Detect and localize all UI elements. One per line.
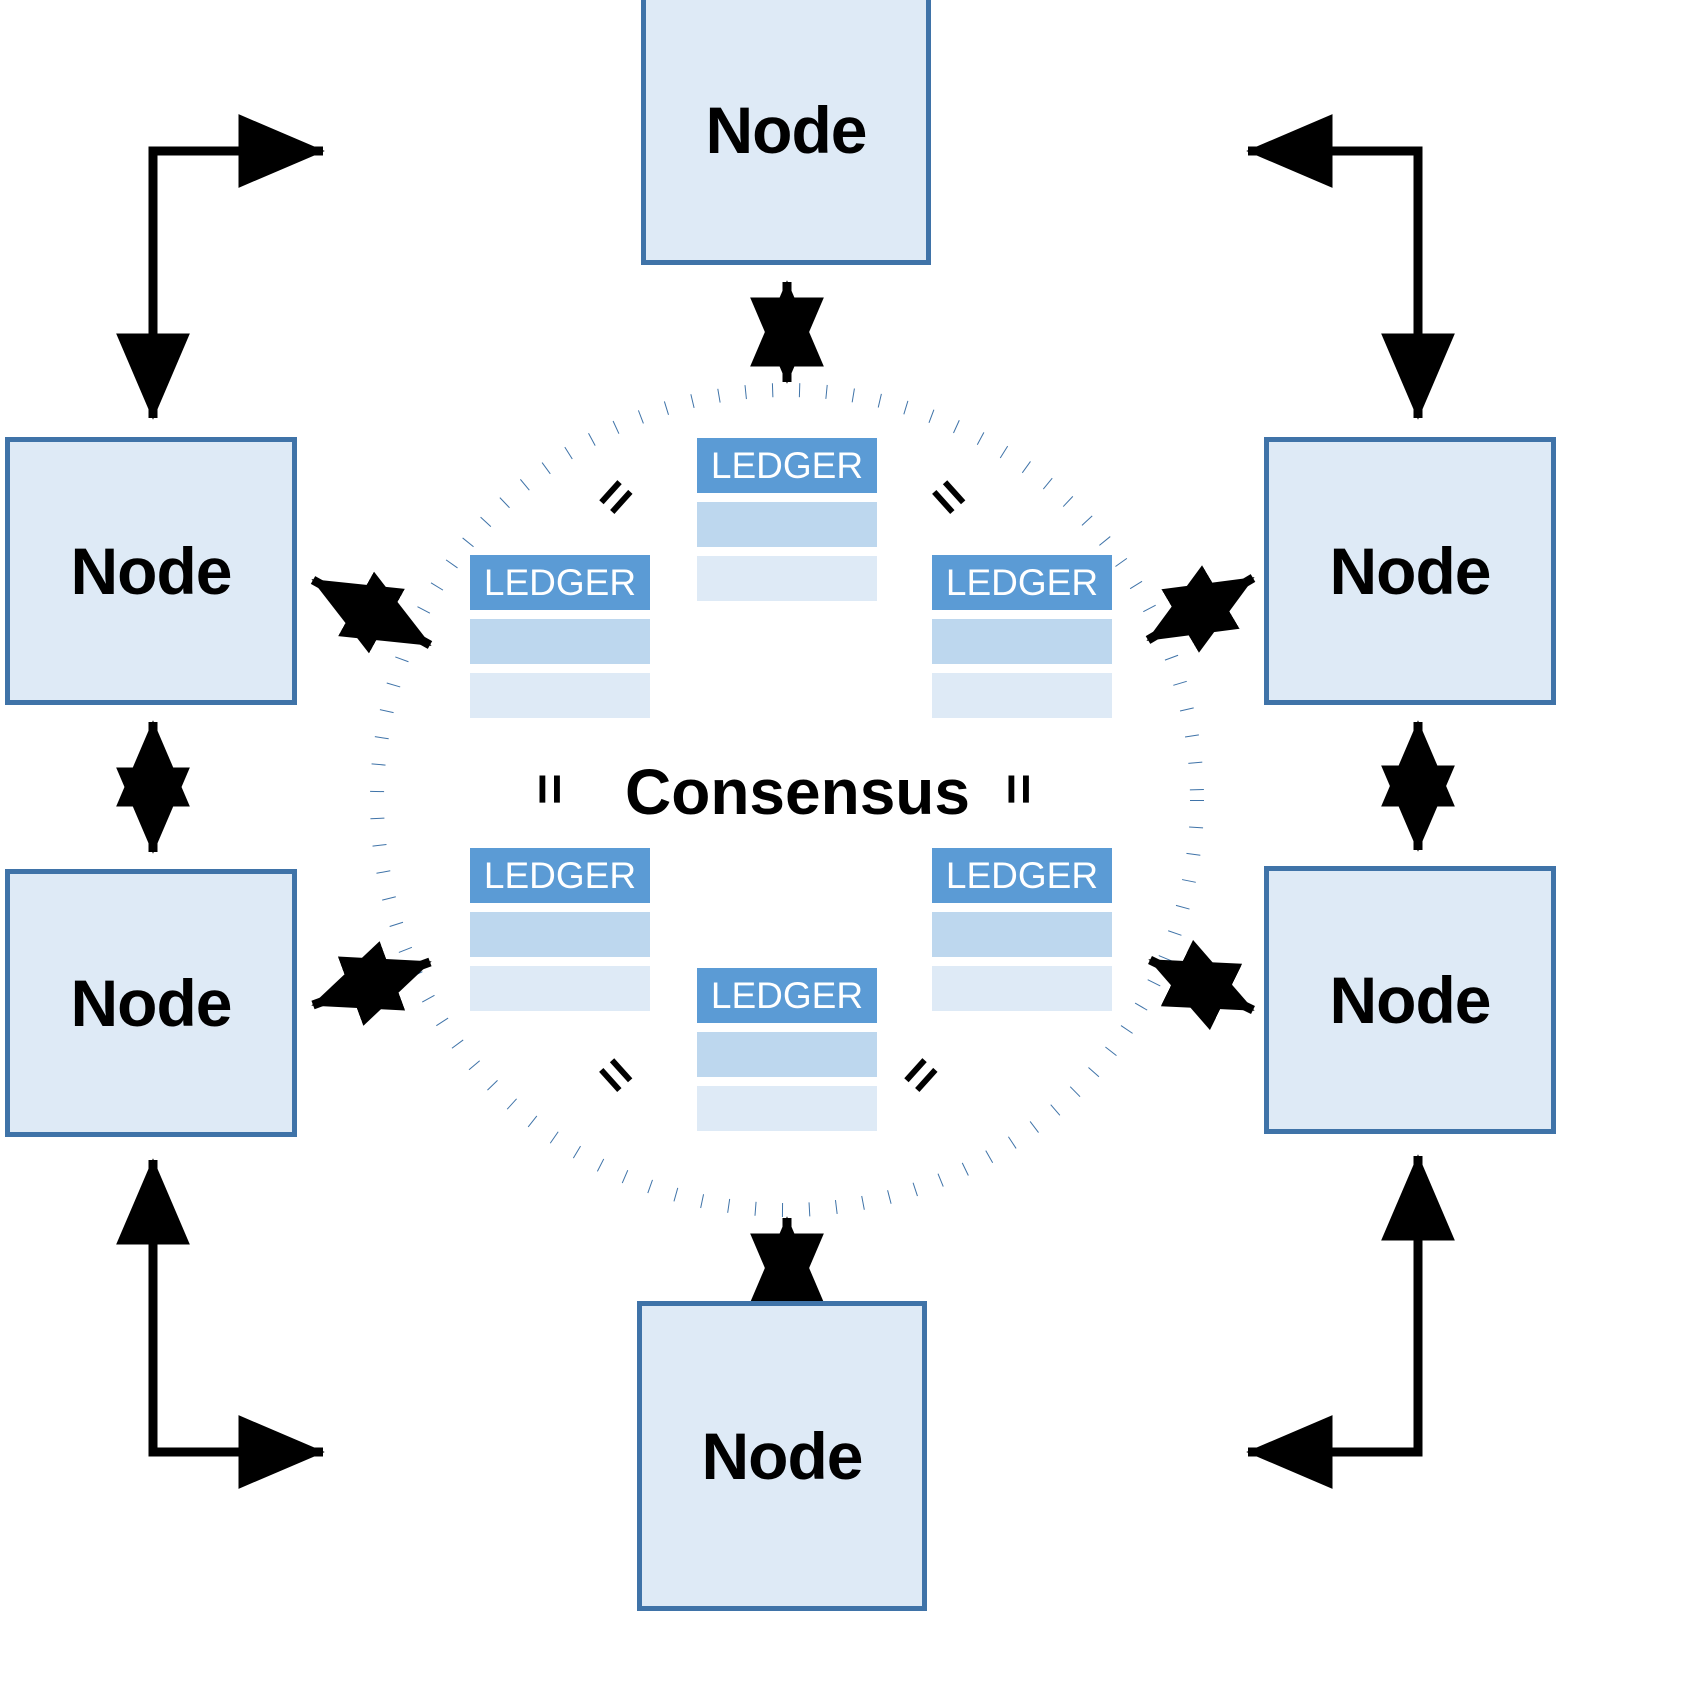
ledger-header: LEDGER: [470, 848, 650, 903]
ledger-header: LEDGER: [932, 848, 1112, 903]
wire-left-upper-to-center: [310, 571, 433, 654]
node-label: Node: [705, 93, 868, 167]
node-box-right-lower[interactable]: Node: [1264, 866, 1556, 1134]
node-box-left-upper[interactable]: Node: [5, 437, 297, 705]
ledger-row-low: [697, 556, 877, 601]
ledger-row-mid: [697, 1032, 877, 1077]
ledger-row-mid: [932, 619, 1112, 664]
ledger-stack-upper-right[interactable]: LEDGER: [932, 555, 1112, 718]
wire-top-to-right-upper: [1246, 114, 1455, 420]
ledger-header: LEDGER: [697, 438, 877, 493]
equals-icon-mid-left: =: [519, 773, 580, 805]
ledger-row-mid: [697, 502, 877, 547]
node-label: Node: [701, 1419, 864, 1493]
wire-bottom-to-left-lower: [116, 1158, 325, 1489]
ledger-stack-lower-right[interactable]: LEDGER: [932, 848, 1112, 1011]
ledger-stack-top[interactable]: LEDGER: [697, 438, 877, 601]
node-label: Node: [70, 534, 233, 608]
ledger-row-mid: [470, 912, 650, 957]
ledger-row-low: [932, 673, 1112, 718]
node-label: Node: [1329, 963, 1492, 1037]
ledger-row-low: [932, 966, 1112, 1011]
ledger-row-low: [470, 673, 650, 718]
ledger-row-low: [470, 966, 650, 1011]
node-box-left-lower[interactable]: Node: [5, 869, 297, 1137]
equals-icon-mid-right: =: [988, 773, 1049, 805]
ledger-stack-lower-left[interactable]: LEDGER: [470, 848, 650, 1011]
ledger-header: LEDGER: [470, 555, 650, 610]
ledger-row-low: [697, 1086, 877, 1131]
ledger-stack-bottom[interactable]: LEDGER: [697, 968, 877, 1131]
ledger-row-mid: [932, 912, 1112, 957]
wire-bottom-to-right-lower: [1246, 1154, 1455, 1489]
wire-top-to-left-upper: [116, 114, 325, 420]
node-label: Node: [1329, 534, 1492, 608]
ledger-header: LEDGER: [932, 555, 1112, 610]
node-box-bottom[interactable]: Node: [637, 1301, 927, 1611]
consensus-boundary-circle: [370, 383, 1204, 1217]
node-box-top[interactable]: Node: [641, 0, 931, 265]
consensus-label: Consensus: [625, 756, 970, 828]
node-box-right-upper[interactable]: Node: [1264, 437, 1556, 705]
ledger-stack-upper-left[interactable]: LEDGER: [470, 555, 650, 718]
ledger-row-mid: [470, 619, 650, 664]
wire-left-lower-to-center: [311, 941, 432, 1026]
ledger-header: LEDGER: [697, 968, 877, 1023]
wire-right-upper-to-center: [1145, 565, 1256, 653]
node-label: Node: [70, 966, 233, 1040]
wire-right-lower-to-center: [1148, 939, 1255, 1031]
